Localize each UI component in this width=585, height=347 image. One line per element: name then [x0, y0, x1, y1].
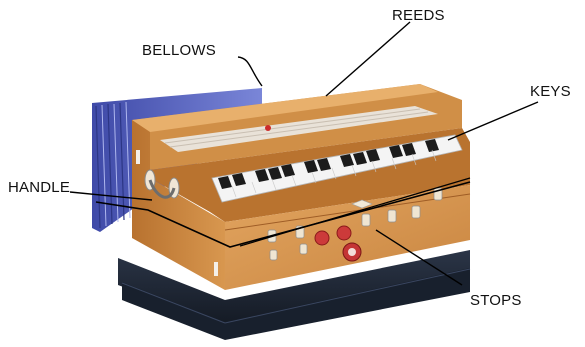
- label-stops: STOPS: [470, 292, 522, 309]
- label-handle: HANDLE: [8, 179, 70, 196]
- label-keys: KEYS: [530, 83, 571, 100]
- label-reeds: REEDS: [392, 7, 445, 24]
- bellows-leader-line: [238, 57, 262, 86]
- label-bellows: BELLOWS: [142, 42, 216, 59]
- reeds-leader-line: [326, 22, 410, 96]
